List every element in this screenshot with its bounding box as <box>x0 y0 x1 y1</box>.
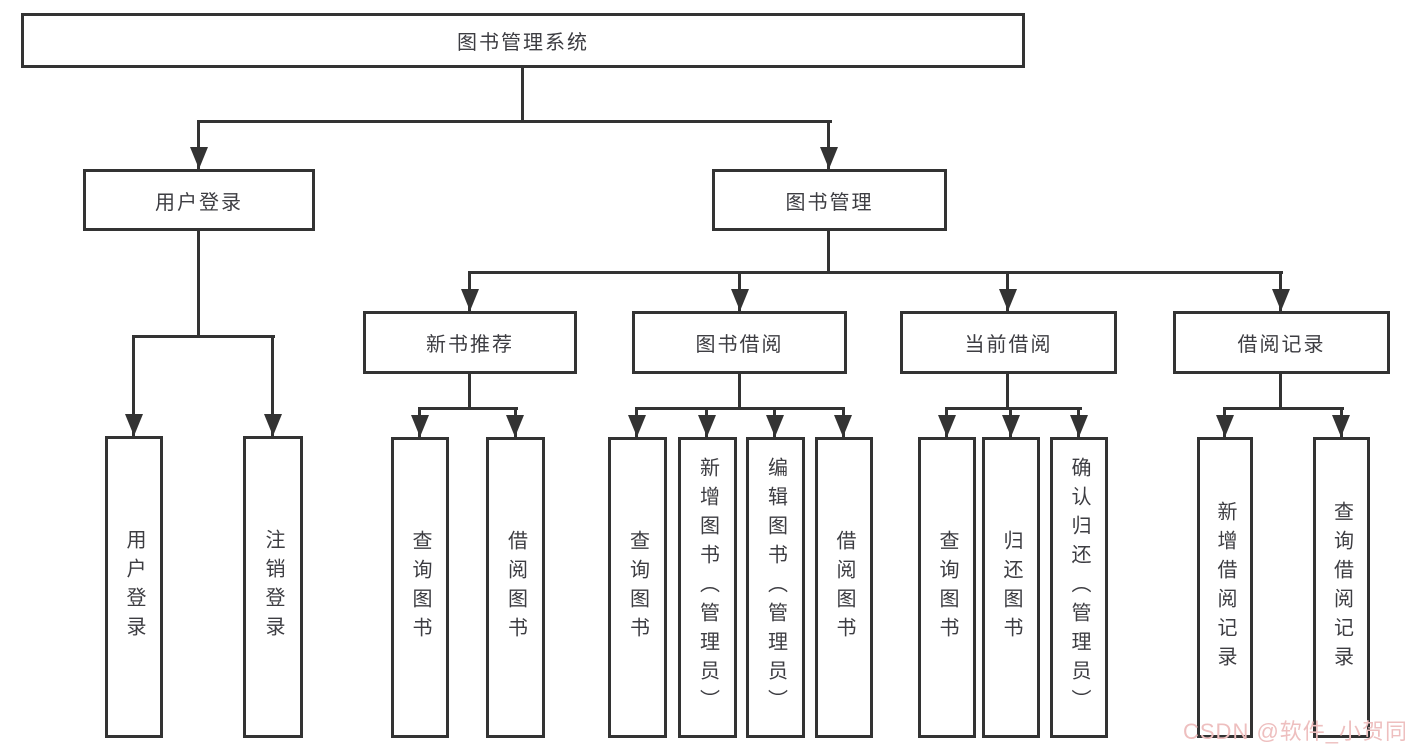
connector-line <box>197 229 200 337</box>
arrowhead-icon <box>628 415 646 437</box>
arrowhead-icon <box>766 415 784 437</box>
arrowhead-icon <box>1070 415 1088 437</box>
connector-line <box>271 335 274 436</box>
arrowhead-icon <box>1216 415 1234 437</box>
connector-line <box>635 407 845 410</box>
leaf-borrowing-borrow-books: 借阅图书 <box>815 437 873 738</box>
node-book-management: 图书管理 <box>712 169 947 231</box>
node-label: 用户登录 <box>155 191 243 214</box>
node-current-borrowing: 当前借阅 <box>900 311 1117 374</box>
node-label: 图书借阅 <box>695 334 784 356</box>
arrowhead-icon <box>1332 415 1350 437</box>
node-label: 查询图书 <box>626 529 649 646</box>
connector-line <box>468 271 1283 274</box>
arrowhead-icon <box>125 414 143 436</box>
leaf-query-borrow-record: 查询借阅记录 <box>1313 437 1370 738</box>
node-label: 当前借阅 <box>964 334 1053 356</box>
node-label: 新书推荐 <box>426 334 514 356</box>
arrowhead-icon <box>731 289 749 311</box>
connector-line <box>738 372 741 409</box>
connector-line <box>132 335 275 338</box>
connector-line <box>521 66 524 123</box>
node-label: 图书管理系统 <box>457 32 589 54</box>
node-library-management-system: 图书管理系统 <box>21 13 1025 68</box>
connector-line <box>1006 372 1009 409</box>
leaf-add-books-admin: 新增图书（管理员） <box>678 437 737 738</box>
connector-line <box>827 120 830 169</box>
connector-line <box>197 120 200 169</box>
connector-line <box>418 407 518 410</box>
arrowhead-icon <box>190 147 208 169</box>
connector-line <box>1223 407 1344 410</box>
connector-line <box>468 372 471 409</box>
leaf-edit-books-admin: 编辑图书（管理员） <box>746 437 805 738</box>
arrowhead-icon <box>834 415 852 437</box>
arrowhead-icon <box>999 289 1017 311</box>
leaf-recommend-query-books: 查询图书 <box>391 437 449 738</box>
leaf-borrowing-query-books: 查询图书 <box>608 437 667 738</box>
node-label: 确认归还（管理员） <box>1068 457 1090 718</box>
leaf-recommend-borrow-books: 借阅图书 <box>486 437 545 738</box>
connector-line <box>197 120 832 123</box>
arrowhead-icon <box>1272 289 1290 311</box>
arrowhead-icon <box>411 415 429 437</box>
watermark: CSDN @软件_小贺同学 <box>1183 719 1405 744</box>
node-label: 编辑图书（管理员） <box>764 457 787 718</box>
node-label: 归还图书 <box>1000 529 1022 646</box>
arrowhead-icon <box>938 415 956 437</box>
node-label: 查询借阅记录 <box>1330 500 1353 675</box>
node-label: 借阅图书 <box>504 529 527 646</box>
connector-line <box>1279 372 1282 409</box>
connector-line <box>132 335 135 436</box>
leaf-add-borrow-record: 新增借阅记录 <box>1197 437 1253 738</box>
node-book-borrowing: 图书借阅 <box>632 311 847 374</box>
arrowhead-icon <box>698 415 716 437</box>
node-label: 借阅图书 <box>833 529 855 646</box>
connector-line <box>945 407 1082 410</box>
node-label: 图书管理 <box>785 191 874 214</box>
node-label: 新增图书（管理员） <box>696 457 719 718</box>
node-label: 用户登录 <box>123 529 145 645</box>
leaf-user-login: 用户登录 <box>105 436 163 738</box>
node-user-login: 用户登录 <box>83 169 315 231</box>
node-new-book-recommend: 新书推荐 <box>363 311 577 374</box>
arrowhead-icon <box>1002 415 1020 437</box>
arrowhead-icon <box>820 147 838 169</box>
arrowhead-icon <box>264 414 282 436</box>
leaf-logout: 注销登录 <box>243 436 303 738</box>
node-label: 查询图书 <box>936 529 958 646</box>
arrowhead-icon <box>506 415 524 437</box>
leaf-confirm-return-admin: 确认归还（管理员） <box>1050 437 1108 738</box>
arrowhead-icon <box>461 289 479 311</box>
node-label: 注销登录 <box>262 529 284 645</box>
leaf-current-query-books: 查询图书 <box>918 437 976 738</box>
node-borrowing-records: 借阅记录 <box>1173 311 1390 374</box>
node-label: 查询图书 <box>409 529 431 646</box>
node-label: 借阅记录 <box>1237 334 1326 356</box>
connector-line <box>827 229 830 273</box>
leaf-return-books: 归还图书 <box>982 437 1040 738</box>
node-label: 新增借阅记录 <box>1214 500 1236 675</box>
